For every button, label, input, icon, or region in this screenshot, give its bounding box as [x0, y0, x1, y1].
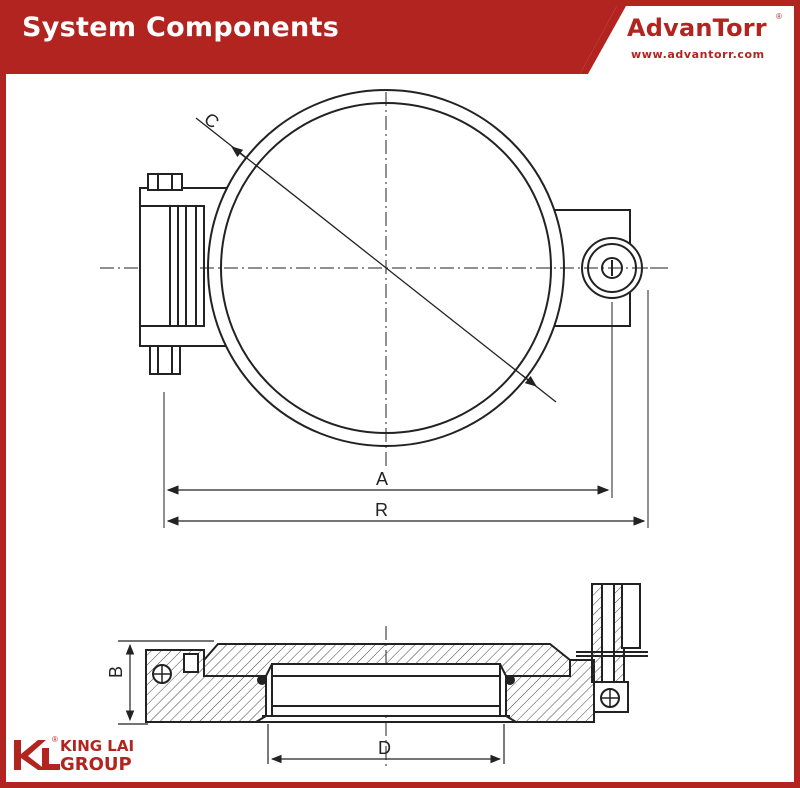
- logo-text-group: GROUP: [60, 754, 132, 775]
- brand-url: www.advantorr.com: [631, 48, 765, 61]
- dimension-d-label: D: [378, 738, 391, 758]
- header-title: System Components: [22, 12, 340, 43]
- logo-registered-mark: ®: [52, 735, 58, 744]
- dimension-c-line: [195, 117, 557, 403]
- dimension-a-label: A: [376, 469, 388, 489]
- section-view: [145, 583, 648, 770]
- top-view: [100, 89, 668, 528]
- brand-registered-mark: ®: [776, 12, 782, 21]
- logo-text-king-lai: KING LAI: [60, 737, 135, 755]
- hinge-nut-bottom: [149, 345, 181, 375]
- section-centre-ring: [271, 663, 501, 717]
- king-lai-logo-icon: [14, 740, 60, 770]
- dimension-c-label: C: [200, 109, 223, 133]
- brand-name: AdvanTorr: [627, 14, 767, 42]
- o-ring-right: [505, 675, 515, 685]
- dimension-r-label: R: [375, 500, 388, 520]
- dimension-d: [267, 724, 505, 764]
- dimension-b: [118, 640, 214, 725]
- section-body-left: [145, 649, 267, 723]
- hinge-nut-top: [147, 173, 183, 191]
- dimension-b-label: B: [106, 666, 126, 678]
- header-banner: [0, 0, 800, 74]
- o-ring-left: [257, 675, 267, 685]
